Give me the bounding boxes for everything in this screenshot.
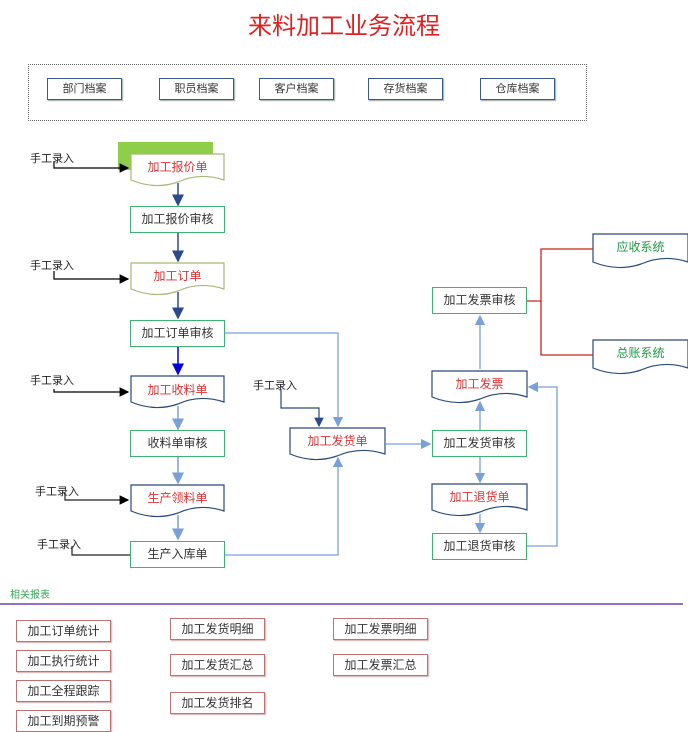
doc-shape-receive: [130, 375, 225, 409]
doc-quote[interactable]: 加工报价单: [147, 160, 208, 174]
manual-entry-label: 手工录入: [30, 374, 74, 387]
doc-invoice[interactable]: 加工发票: [455, 377, 504, 391]
archive-staff[interactable]: 职员档案: [159, 78, 234, 100]
proc-warehouse-in[interactable]: 生产入库单: [130, 541, 225, 568]
manual-entry-label: 手工录入: [30, 259, 74, 272]
proc-invoice-audit[interactable]: 加工发票审核: [432, 287, 527, 314]
manual-entry-label: 手工录入: [35, 485, 79, 498]
manual-entry-label: 手工录入: [253, 379, 297, 392]
report-link[interactable]: 加工全程跟踪: [16, 680, 111, 702]
manual-entry-label: 手工录入: [37, 538, 81, 551]
doc-shape-return: [431, 483, 528, 517]
archive-inventory[interactable]: 存货档案: [368, 78, 443, 100]
doc-shape-quote: [130, 153, 225, 187]
doc-shape-pick: [130, 484, 225, 518]
doc-return[interactable]: 加工退货单: [449, 490, 510, 504]
report-link[interactable]: 加工发货汇总: [170, 654, 265, 676]
report-link[interactable]: 加工到期预警: [16, 710, 111, 732]
doc-shape-order: [130, 262, 225, 296]
doc-receive[interactable]: 加工收料单: [147, 383, 208, 397]
proc-receive-audit[interactable]: 收料单审核: [130, 430, 225, 457]
manual-entry-label: 手工录入: [30, 152, 74, 165]
doc-shape-gl: [592, 339, 688, 375]
report-link[interactable]: 加工发货排名: [170, 692, 265, 714]
doc-shapes: [130, 153, 688, 518]
report-link[interactable]: 加工执行统计: [16, 650, 111, 672]
doc-ship[interactable]: 加工发货单: [307, 434, 368, 448]
doc-order[interactable]: 加工订单: [153, 269, 202, 283]
proc-quote-audit[interactable]: 加工报价审核: [130, 206, 225, 233]
doc-shape-ar: [592, 233, 688, 269]
report-link[interactable]: 加工订单统计: [16, 620, 111, 642]
reports-section-title: 相关报表: [10, 590, 50, 601]
doc-pick[interactable]: 生产领料单: [147, 491, 208, 505]
doc-shape-ship: [289, 427, 386, 461]
doc-gl-system[interactable]: 总账系统: [616, 346, 665, 360]
archives-group: [28, 64, 587, 121]
report-link[interactable]: 加工发票明细: [333, 618, 428, 640]
proc-order-audit[interactable]: 加工订单审核: [130, 320, 225, 347]
proc-ship-audit[interactable]: 加工发货审核: [432, 430, 527, 457]
archive-warehouse[interactable]: 仓库档案: [480, 78, 555, 100]
proc-return-audit[interactable]: 加工退货审核: [432, 533, 527, 560]
report-link[interactable]: 加工发货明细: [170, 618, 265, 640]
report-link[interactable]: 加工发票汇总: [333, 654, 428, 676]
doc-shape-invoice: [431, 370, 528, 404]
doc-ar-system[interactable]: 应收系统: [616, 240, 665, 254]
archive-department[interactable]: 部门档案: [47, 78, 122, 100]
page-title: 来料加工业务流程: [248, 12, 440, 40]
archive-customer[interactable]: 客户档案: [259, 78, 334, 100]
reports-divider: [0, 603, 683, 605]
